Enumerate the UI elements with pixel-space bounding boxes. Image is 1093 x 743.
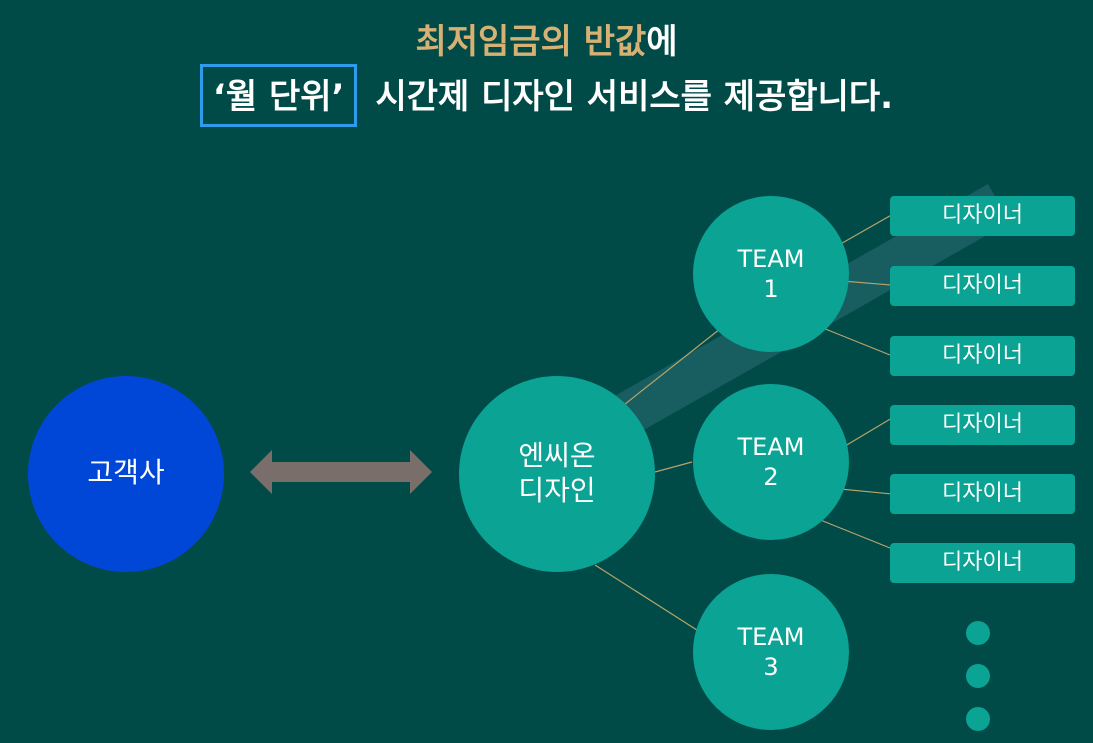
designer-box-3: 디자이너: [890, 336, 1075, 376]
company-label-line-1: 엔씨온: [518, 439, 596, 472]
team2-label: TEAM 2: [693, 432, 849, 492]
team1-circle: [693, 196, 849, 352]
team1-label-line-1: TEAM: [737, 245, 805, 273]
team2-circle: [693, 384, 849, 540]
company-label-line-2: 디자인: [518, 474, 596, 507]
headline-line-1: 최저임금의 반값에: [0, 14, 1093, 63]
ellipsis-dot-1: [966, 621, 990, 645]
designer-box-1: 디자이너: [890, 196, 1075, 236]
team3-label-line-1: TEAM: [737, 623, 805, 651]
team1-label: TEAM 1: [693, 244, 849, 304]
team2-label-line-1: TEAM: [737, 433, 805, 461]
connector-company-team2: [654, 461, 693, 473]
ellipsis-dot-2: [966, 664, 990, 688]
client-label: 고객사: [87, 456, 165, 489]
designer-box-4: 디자이너: [890, 405, 1075, 445]
company-circle: [459, 376, 655, 572]
headline-line-1-rest: 에: [646, 22, 678, 62]
headline-highlight: 최저임금의 반값: [415, 22, 647, 62]
team3-circle: [693, 574, 849, 730]
team1-label-line-2: 1: [763, 275, 779, 303]
connector-company-team3: [594, 564, 701, 633]
designer-box-6: 디자이너: [890, 543, 1075, 583]
team3-label-line-2: 3: [763, 653, 779, 681]
designer-box-2: 디자이너: [890, 266, 1075, 306]
team3-label: TEAM 3: [693, 622, 849, 682]
headline-line-2-rest: 시간제 디자인 서비스를 제공합니다.: [375, 77, 894, 117]
double-arrow-icon: [250, 450, 432, 494]
headline-line-2: ‘월 단위’ 시간제 디자인 서비스를 제공합니다.: [0, 64, 1093, 127]
connector-company-team1: [619, 324, 726, 409]
company-label: 엔씨온 디자인: [459, 438, 655, 508]
client-circle: [28, 376, 224, 572]
team2-label-line-2: 2: [763, 463, 779, 491]
designer-box-5: 디자이너: [890, 474, 1075, 514]
monthly-unit-box: ‘월 단위’: [199, 64, 358, 127]
ellipsis-dot-3: [966, 707, 990, 731]
